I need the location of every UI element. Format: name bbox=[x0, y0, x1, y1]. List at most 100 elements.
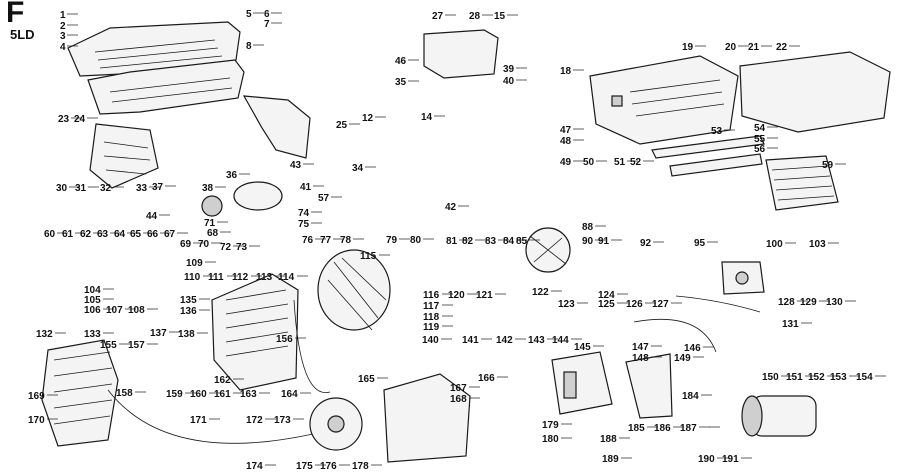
callout-label: 103 bbox=[809, 239, 826, 250]
callout-label: 69 bbox=[180, 239, 192, 250]
callout-label: 74 bbox=[298, 208, 310, 219]
callout-label: 174 bbox=[246, 461, 263, 472]
callout-label: 140 bbox=[422, 335, 439, 346]
callout-label: 173 bbox=[274, 415, 291, 426]
callout-layer: 1 2 3 4 5 6 7 8 12 14 15 18 19 20 21 22 … bbox=[28, 9, 873, 472]
callout-label: 24 bbox=[74, 114, 86, 125]
callout-label: 5 bbox=[246, 9, 252, 20]
callout-label: 4 bbox=[60, 42, 66, 53]
callout-label: 40 bbox=[503, 76, 515, 87]
callout-label: 91 bbox=[598, 236, 610, 247]
callout-label: 137 bbox=[150, 328, 167, 339]
callout-label: 178 bbox=[352, 461, 369, 472]
callout-label: 80 bbox=[410, 235, 422, 246]
callout-label: 108 bbox=[128, 305, 145, 316]
callout-label: 150 bbox=[762, 372, 779, 383]
callout-label: 54 bbox=[754, 123, 766, 134]
callout-label: 66 bbox=[147, 229, 159, 240]
blower-impeller bbox=[525, 227, 571, 273]
cylinder-cover-upper bbox=[67, 21, 241, 77]
engine-model: 5LD bbox=[10, 27, 35, 42]
callout-label: 161 bbox=[214, 389, 231, 400]
callout-label: 8 bbox=[246, 41, 252, 52]
section-letter: F bbox=[6, 0, 25, 29]
callout-label: 172 bbox=[246, 415, 263, 426]
callout-label: 60 bbox=[44, 229, 56, 240]
callout-label: 48 bbox=[560, 136, 572, 147]
callout-label: 130 bbox=[826, 297, 843, 308]
callout-label: 114 bbox=[278, 272, 295, 283]
callout-label: 109 bbox=[186, 258, 203, 269]
callout-label: 21 bbox=[748, 42, 760, 53]
callout-label: 159 bbox=[166, 389, 183, 400]
callout-label: 115 bbox=[360, 251, 377, 262]
callout-label: 68 bbox=[207, 228, 219, 239]
callout-label: 160 bbox=[190, 389, 207, 400]
callout-label: 23 bbox=[58, 114, 70, 125]
callout-label: 95 bbox=[694, 238, 706, 249]
callout-label: 189 bbox=[602, 454, 619, 465]
callout-label: 30 bbox=[56, 183, 68, 194]
callout-label: 46 bbox=[395, 56, 407, 67]
callout-label: 44 bbox=[146, 211, 158, 222]
callout-label: 49 bbox=[560, 157, 572, 168]
callout-label: 12 bbox=[362, 113, 374, 124]
callout-label: 113 bbox=[256, 272, 273, 283]
callout-label: 146 bbox=[684, 343, 701, 354]
callout-label: 170 bbox=[28, 415, 45, 426]
callout-label: 112 bbox=[232, 272, 249, 283]
callout-label: 28 bbox=[469, 11, 481, 22]
grille-panel bbox=[765, 155, 839, 211]
fan-cover bbox=[41, 339, 119, 447]
callout-label: 151 bbox=[786, 372, 803, 383]
callout-label: 35 bbox=[395, 77, 407, 88]
callout-label: 117 bbox=[423, 301, 440, 312]
callout-label: 163 bbox=[240, 389, 257, 400]
callout-label: 127 bbox=[652, 299, 669, 310]
air-shroud-left bbox=[589, 55, 739, 145]
callout-label: 32 bbox=[100, 183, 112, 194]
callout-label: 180 bbox=[542, 434, 559, 445]
callout-label: 158 bbox=[116, 388, 133, 399]
callout-label: 34 bbox=[352, 163, 364, 174]
callout-label: 22 bbox=[776, 42, 788, 53]
callout-label: 67 bbox=[164, 229, 176, 240]
callout-label: 104 bbox=[84, 285, 101, 296]
callout-label: 123 bbox=[558, 299, 575, 310]
callout-label: 132 bbox=[36, 329, 53, 340]
callout-label: 20 bbox=[725, 42, 737, 53]
side-baffle bbox=[89, 123, 159, 189]
callout-label: 111 bbox=[208, 272, 224, 283]
callout-label: 83 bbox=[485, 236, 497, 247]
callout-label: 169 bbox=[28, 391, 45, 402]
callout-label: 179 bbox=[542, 420, 559, 431]
callout-label: 135 bbox=[180, 295, 197, 306]
callout-label: 176 bbox=[320, 461, 337, 472]
callout-label: 70 bbox=[198, 239, 210, 250]
callout-label: 6 bbox=[264, 9, 270, 20]
callout-label: 43 bbox=[290, 160, 302, 171]
callout-label: 167 bbox=[450, 383, 467, 394]
callout-label: 162 bbox=[214, 375, 231, 386]
callout-label: 153 bbox=[830, 372, 847, 383]
callout-label: 129 bbox=[800, 297, 817, 308]
callout-label: 142 bbox=[496, 335, 513, 346]
callout-label: 55 bbox=[754, 134, 766, 145]
callout-label: 120 bbox=[448, 290, 465, 301]
callout-label: 128 bbox=[778, 297, 795, 308]
callout-label: 51 bbox=[614, 157, 626, 168]
callout-label: 131 bbox=[782, 319, 799, 330]
callout-label: 121 bbox=[476, 290, 493, 301]
starter-motor bbox=[741, 395, 817, 437]
callout-label: 138 bbox=[178, 329, 195, 340]
callout-label: 18 bbox=[560, 66, 572, 77]
callout-leader-lines bbox=[47, 12, 886, 466]
cylinder-baffle bbox=[242, 95, 311, 159]
callout-label: 107 bbox=[106, 305, 123, 316]
callout-label: 38 bbox=[202, 183, 214, 194]
callout-label: 126 bbox=[626, 299, 643, 310]
callout-label: 88 bbox=[582, 222, 594, 233]
callout-label: 92 bbox=[640, 238, 652, 249]
callout-label: 33 bbox=[136, 183, 148, 194]
